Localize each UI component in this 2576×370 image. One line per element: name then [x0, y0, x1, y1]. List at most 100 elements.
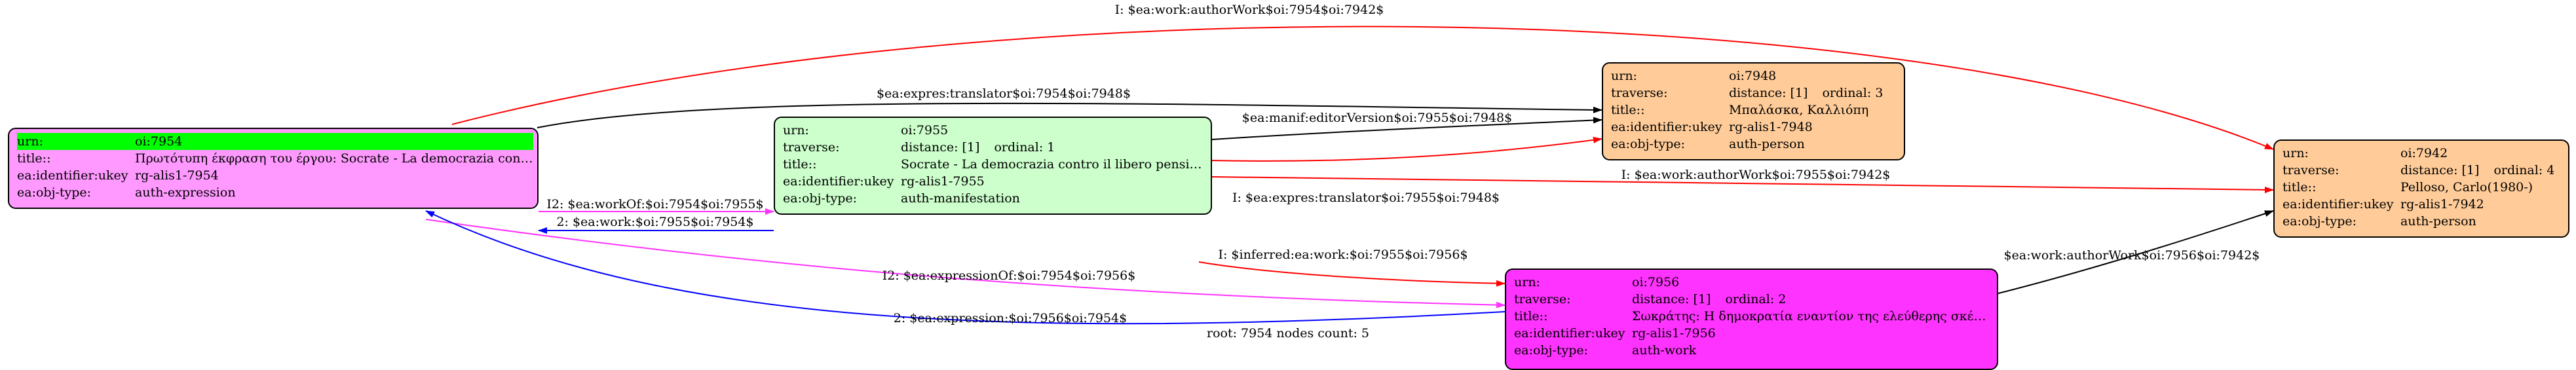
- node-key: ea:obj-type:: [1514, 343, 1589, 358]
- edge-label-expression-7956-7954: 2: $ea:expression:$oi:7956$oi:7954$: [894, 311, 1127, 325]
- node-row-title: title:: Pelloso, Carlo(1980-): [2282, 179, 2564, 196]
- node-value: auth-person: [2400, 214, 2476, 229]
- node-value: auth-expression: [135, 185, 236, 200]
- graph-footer: root: 7954 nodes count: 5: [1206, 326, 1370, 341]
- node-key: title::: [1611, 103, 1645, 117]
- node-oi-7948[interactable]: urn: oi:7948 traverse: distance: [1] ordi…: [1602, 62, 1905, 160]
- node-value: Σωκράτης: Η δημοκρατία εναντίον της ελεύ…: [1632, 309, 1993, 324]
- node-key: ea:identifier:ukey: [783, 174, 894, 189]
- graph-diagram: I: $ea:work:authorWork$oi:7954$oi:7942$ …: [425, 3, 2274, 325]
- node-value: rg-alis1-7954: [135, 168, 219, 183]
- distance-value: distance: [1]: [1632, 292, 1711, 306]
- node-value: Πρωτότυπη έκφραση του έργου: Socrate - L…: [135, 151, 533, 166]
- edge-label-editor-7955-7948: $ea:manif:editorVersion$oi:7955$oi:7948$: [1242, 111, 1512, 125]
- node-value: auth-person: [1729, 137, 1805, 151]
- node-row-traverse: traverse: distance: [1] ordinal: 2: [1514, 291, 1993, 308]
- node-row-ukey: ea:identifier:ukey rg-alis1-7954: [17, 167, 533, 184]
- node-row-ukey: ea:identifier:ukey rg-alis1-7956: [1514, 325, 1993, 342]
- edge-label-expressionOf-7954-7956: I2: $ea:expressionOf:$oi:7954$oi:7956$: [882, 268, 1136, 283]
- node-key: urn:: [17, 134, 43, 149]
- edge-label-inferred-7955-7956: I: $inferred:ea:work:$oi:7955$oi:7956$: [1218, 248, 1468, 262]
- node-key: ea:obj-type:: [2282, 214, 2357, 229]
- node-row-traverse: traverse: distance: [1] ordinal: 4: [2282, 162, 2564, 179]
- node-row-traverse: traverse: distance: [1] ordinal: 3: [1611, 84, 1900, 102]
- node-key: ea:identifier:ukey: [17, 168, 128, 183]
- distance-value: distance: [1]: [901, 140, 980, 155]
- node-row-urn: urn: oi:7948: [1611, 67, 1900, 84]
- node-row-obj-type: ea:obj-type: auth-expression: [17, 184, 533, 201]
- node-row-ukey: ea:identifier:ukey rg-alis1-7955: [783, 173, 1207, 190]
- edge-label-author-7954-7942: I: $ea:work:authorWork$oi:7954$oi:7942$: [1115, 3, 1384, 17]
- node-key: urn:: [1514, 275, 1540, 289]
- node-value: rg-alis1-7942: [2400, 197, 2484, 212]
- node-value: oi:7956: [1632, 275, 1680, 289]
- edge-label-workOf-7954-7955: I2: $ea:workOf:$oi:7954$oi:7955$: [546, 197, 763, 212]
- edge-author-7956-7942: [1998, 210, 2274, 294]
- edge-expression-7956-7954: [425, 210, 1506, 325]
- node-key: ea:obj-type:: [17, 185, 92, 200]
- node-key: title::: [17, 151, 51, 166]
- node-row-title: title:: Σωκράτης: Η δημοκρατία εναντίον …: [1514, 308, 1993, 325]
- node-row-urn: urn: oi:7942: [2282, 145, 2564, 162]
- node-value: Socrate - La democrazia contro il libero…: [901, 157, 1207, 172]
- edge-inferred-7955-7956: [1198, 261, 1506, 287]
- node-key: traverse:: [2282, 163, 2339, 177]
- node-oi-7942[interactable]: urn: oi:7942 traverse: distance: [1] ordi…: [2273, 139, 2569, 238]
- node-key: title::: [783, 157, 817, 172]
- node-row-title: title:: Πρωτότυπη έκφραση του έργου: Soc…: [17, 150, 533, 167]
- edge-label-work-7955-7954: 2: $ea:work:$oi:7955$oi:7954$: [556, 215, 753, 229]
- node-value: distance: [1] ordinal: 2: [1632, 291, 1993, 308]
- node-oi-7956[interactable]: urn: oi:7956 traverse: distance: [1] ordi…: [1505, 268, 1998, 370]
- node-value: auth-work: [1632, 343, 1697, 358]
- edge-editor-7955-7948: [1211, 117, 1602, 140]
- node-value: distance: [1] ordinal: 3: [1729, 84, 1900, 102]
- node-row-title: title:: Socrate - La democrazia contro i…: [783, 156, 1207, 173]
- node-value: oi:7948: [1729, 69, 1777, 83]
- edge-expressionOf-7954-7956: [425, 219, 1506, 308]
- node-row-urn: urn: oi:7954: [17, 133, 533, 150]
- node-row-obj-type: ea:obj-type: auth-person: [2282, 213, 2564, 230]
- node-row-traverse: traverse: distance: [1] ordinal: 1: [783, 139, 1207, 156]
- edge-label-author-7956-7942: $ea:work:authorWork$oi:7956$oi:7942$: [2004, 248, 2260, 263]
- ordinal-value: ordinal: 3: [1822, 86, 1884, 100]
- node-oi-7954[interactable]: urn: oi:7954 title:: Πρωτότυπη έκφραση τ…: [8, 128, 539, 209]
- edge-label-translator-7955-7948: I: $ea:expres:translator$oi:7955$oi:7948…: [1232, 191, 1500, 205]
- edge-translator-7955-7948: [1211, 136, 1602, 162]
- edge-author-7954-7942: [451, 26, 2274, 150]
- node-row-urn: urn: oi:7956: [1514, 274, 1993, 291]
- edge-translator-7954-7948: [537, 102, 1602, 128]
- node-key: traverse:: [783, 140, 840, 155]
- node-key: ea:identifier:ukey: [1611, 120, 1722, 134]
- node-key: traverse:: [1514, 292, 1571, 306]
- node-value: rg-alis1-7955: [901, 174, 985, 189]
- node-row-obj-type: ea:obj-type: auth-person: [1611, 136, 1900, 153]
- node-key: traverse:: [1611, 86, 1668, 100]
- node-row-obj-type: ea:obj-type: auth-work: [1514, 342, 1993, 359]
- node-row-title: title:: Μπαλάσκα, Καλλιόπη: [1611, 102, 1900, 119]
- node-value: oi:7942: [2400, 146, 2448, 160]
- node-row-ukey: ea:identifier:ukey rg-alis1-7948: [1611, 119, 1900, 136]
- node-value: rg-alis1-7948: [1729, 120, 1813, 134]
- node-row-urn: urn: oi:7955: [783, 122, 1207, 139]
- ordinal-value: ordinal: 2: [1725, 292, 1787, 306]
- node-key: ea:obj-type:: [783, 191, 858, 206]
- node-key: urn:: [2282, 146, 2309, 160]
- node-key: title::: [1514, 309, 1548, 324]
- node-value: Pelloso, Carlo(1980-): [2400, 180, 2533, 194]
- node-key: urn:: [783, 123, 809, 138]
- node-value: oi:7954: [135, 134, 183, 149]
- node-key: urn:: [1611, 69, 1637, 83]
- ordinal-value: ordinal: 4: [2493, 163, 2555, 177]
- node-key: ea:identifier:ukey: [1514, 326, 1625, 341]
- edge-label-translator-7954-7948: $ea:expres:translator$oi:7954$oi:7948$: [877, 86, 1131, 101]
- node-row-ukey: ea:identifier:ukey rg-alis1-7942: [2282, 196, 2564, 213]
- node-key: title::: [2282, 180, 2317, 194]
- node-oi-7955[interactable]: urn: oi:7955 traverse: distance: [1] ordi…: [774, 117, 1212, 215]
- distance-value: distance: [1]: [1729, 86, 1808, 100]
- node-value: distance: [1] ordinal: 1: [901, 139, 1207, 156]
- node-value: distance: [1] ordinal: 4: [2400, 162, 2564, 179]
- distance-value: distance: [1]: [2400, 163, 2480, 177]
- node-value: auth-manifestation: [901, 191, 1020, 206]
- node-value: Μπαλάσκα, Καλλιόπη: [1729, 103, 1869, 117]
- ordinal-value: ordinal: 1: [994, 140, 1055, 155]
